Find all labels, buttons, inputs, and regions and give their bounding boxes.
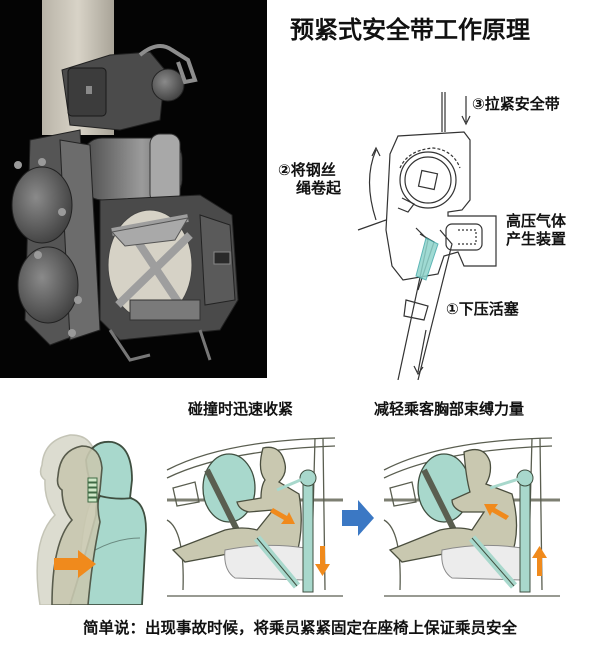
summary-footer: 简单说：出现事故时候，将乘员紧紧固定在座椅上保证乘员安全 (82, 619, 517, 637)
label-step1-press-piston: ①下压活塞 (446, 300, 519, 318)
caption-panel1: 碰撞时迅速收紧 (188, 400, 294, 418)
label-step2-wind-wire: ②将钢丝 (278, 161, 336, 179)
sequence-arrow-icon (340, 498, 376, 538)
mechanism-diagram (268, 80, 600, 380)
label-gas-generator-line2: 产生装置 (506, 230, 567, 248)
seat-headrest-illustration (0, 420, 160, 605)
page-title: 预紧式安全带工作原理 (290, 16, 530, 44)
crash-panel-release (382, 430, 562, 600)
label-step3-tighten-belt: ③拉紧安全带 (472, 95, 560, 113)
label-gas-generator: 高压气体 (506, 212, 567, 230)
crash-panel-tighten (165, 430, 345, 600)
pretensioner-photo (0, 0, 267, 378)
caption-panel2: 减轻乘客胸部束缚力量 (374, 400, 525, 418)
label-step2-wind-wire-line2: 绳卷起 (296, 179, 342, 197)
